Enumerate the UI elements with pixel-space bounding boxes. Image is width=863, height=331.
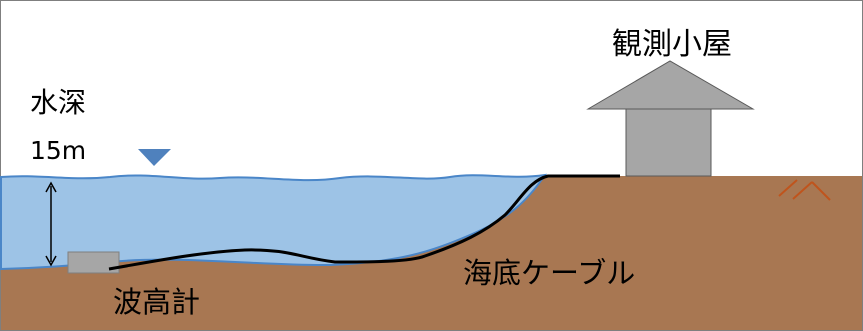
water-level-marker <box>138 149 171 166</box>
ground-mark-2 <box>792 181 813 200</box>
submarine-cable <box>108 174 620 271</box>
water-depth-value: 15m <box>30 136 87 165</box>
water-depth-label: 水深 <box>30 86 87 119</box>
wave-gauge <box>67 251 120 274</box>
ground-mark-1 <box>778 179 798 197</box>
wave-gauge-label: 波高計 <box>113 285 201 319</box>
submarine-cable-label: 海底ケーブル <box>463 256 636 290</box>
ground-mark-3 <box>811 181 831 201</box>
observation-hut-label: 観測小屋 <box>612 27 732 62</box>
hut-body <box>625 107 712 177</box>
hut-roof <box>586 60 755 110</box>
water-body <box>0 173 548 271</box>
depth-arrow-head-bottom <box>45 255 57 267</box>
depth-arrow-head-top <box>45 181 57 193</box>
